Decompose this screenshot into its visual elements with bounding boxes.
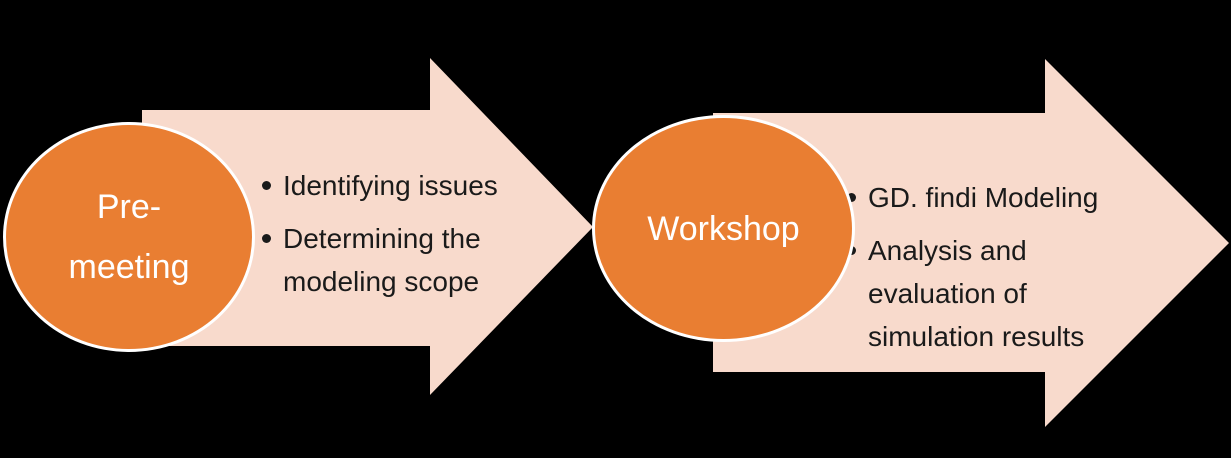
bullet-dot-icon xyxy=(262,181,271,190)
list-item: Determining the modeling scope xyxy=(262,217,498,303)
workshop-bullet-list: GD. findi Modeling Analysis and evaluati… xyxy=(847,176,1113,358)
bullet-dot-icon xyxy=(262,234,271,243)
bullet-text: Identifying issues xyxy=(283,170,498,201)
bullet-text: Analysis and evaluation of simulation re… xyxy=(868,235,1085,352)
arrow-shape-pre-meeting xyxy=(142,58,593,395)
list-item: GD. findi Modeling xyxy=(847,176,1113,219)
bullet-text: GD. findi Modeling xyxy=(868,182,1099,213)
arrow-shape-workshop xyxy=(713,59,1229,427)
step-circle-workshop: Workshop xyxy=(592,115,855,342)
step-label: Pre-meeting xyxy=(68,188,190,286)
list-item: Identifying issues xyxy=(262,164,498,207)
bullet-text: Determining the modeling scope xyxy=(283,223,481,297)
list-item: Analysis and evaluation of simulation re… xyxy=(847,229,1113,358)
bullet-dot-icon xyxy=(847,193,856,202)
step-circle-pre-meeting: Pre-meeting xyxy=(3,122,255,352)
step-label: Workshop xyxy=(647,209,800,248)
pre-meeting-bullet-list: Identifying issues Determining the model… xyxy=(262,164,498,303)
